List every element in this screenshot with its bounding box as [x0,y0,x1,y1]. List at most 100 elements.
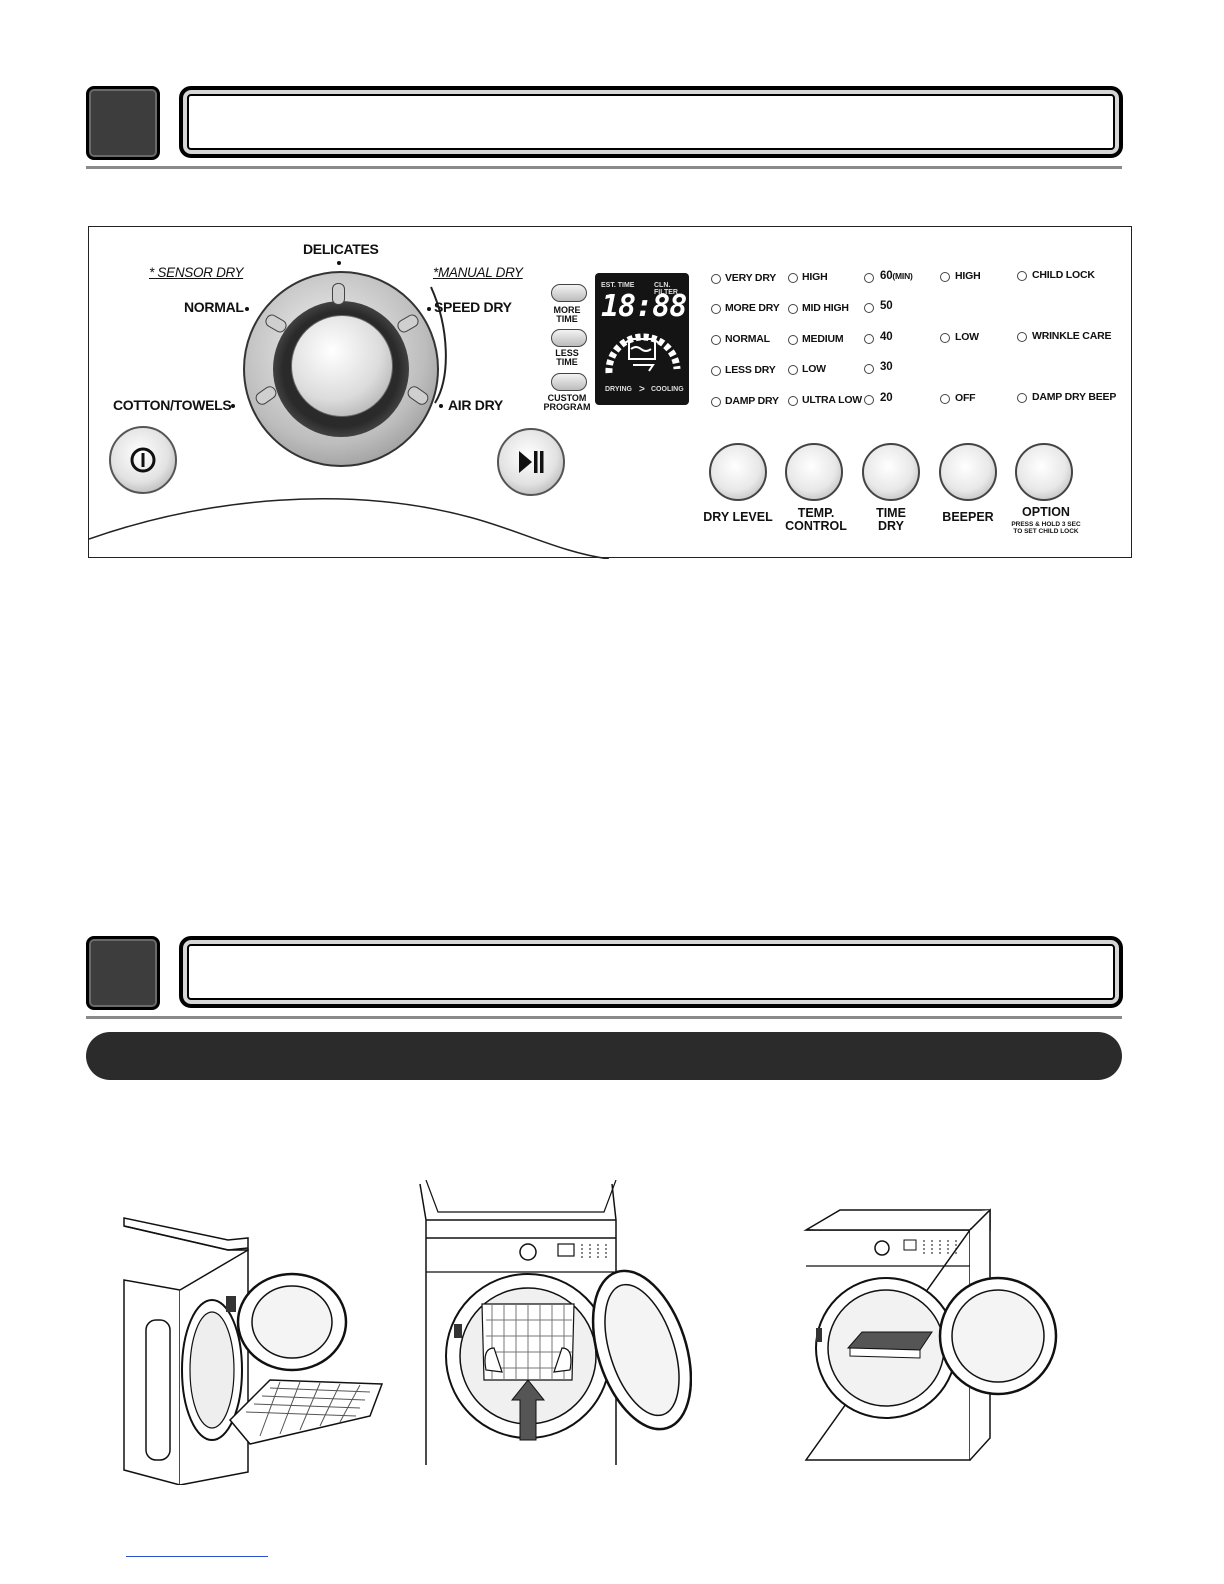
dry-level-button-label: DRY LEVEL [703,510,773,524]
beeper-led [940,333,950,343]
time-dry-led [864,334,874,344]
cycle-speed-dry-label: SPEED DRY [434,299,512,315]
knob-ring [273,301,409,437]
footer-link-underline [126,1556,268,1557]
beeper-option: OFF [955,392,976,404]
section-divider-2 [86,1016,1122,1019]
dry-level-option: DAMP DRY [725,395,779,407]
sensor-dry-heading: * SENSOR DRY [149,265,244,280]
time-dry-option: 50 [880,300,893,312]
beeper-led [940,394,950,404]
cycle-cotton-towels-label: COTTON/TOWELS [113,397,232,413]
dry-level-option: LESS DRY [725,364,776,376]
cycle-selector-knob[interactable] [243,271,439,467]
start-pause-button[interactable] [497,428,565,496]
dryer-rack-installed-illustration [803,1208,1058,1461]
cycle-air-dry-dot [439,404,443,408]
dry-level-led [711,366,721,376]
section-number-box-2 [86,936,160,1010]
option-damp-dry-beep: DAMP DRY BEEP [1032,391,1117,403]
time-dry-option: 60(MIN) [880,270,913,282]
dryer-rack-insert-illustration [419,1180,692,1465]
cycle-delicates-dot [337,261,341,265]
cooling-indicator: COOLING [651,386,684,393]
temp-option: MEDIUM [802,333,844,345]
less-time-button[interactable] [551,329,587,347]
option-button[interactable] [1015,443,1073,501]
cycle-cotton-towels-dot [231,404,235,408]
dry-level-button[interactable] [709,443,767,501]
drying-status-graphic [605,333,681,374]
control-panel-diagram: * SENSOR DRY *MANUAL DRY DELICATES NORMA… [88,226,1132,559]
beeper-button[interactable] [939,443,997,501]
dry-level-led [711,304,721,314]
dry-level-option: MORE DRY [725,302,780,314]
knob-led-air-dry [405,383,431,408]
temp-led [788,273,798,283]
time-dry-led [864,303,874,313]
option-led [1017,332,1027,342]
play-pause-icon [519,451,544,473]
manual-dry-heading: *MANUAL DRY [433,265,523,280]
dry-level-led [711,274,721,284]
more-time-button[interactable] [551,284,587,302]
time-dry-option: 20 [880,392,893,404]
temp-led [788,396,798,406]
subsection-title-bar [86,1032,1122,1080]
temp-led [788,335,798,345]
beeper-option: HIGH [955,270,981,282]
beeper-option: LOW [955,331,979,343]
beeper-button-label: BEEPER [942,510,994,524]
knob-led-speed-dry [395,312,421,335]
time-dry-led [864,395,874,405]
time-dry-option: 40 [880,331,893,343]
cycle-delicates-label: DELICATES [303,241,379,257]
time-digits: 18:88 [601,289,687,324]
option-wrinkle-care: WRINKLE CARE [1032,330,1112,342]
drying-cooling-arrow: > [639,384,645,395]
temp-led [788,365,798,375]
knob-cap [291,315,393,417]
dry-level-led [711,335,721,345]
knob-led-delicates [332,283,345,305]
clean-filter-indicator: CLN. FILTER [654,282,678,296]
temp-control-button[interactable] [785,443,843,501]
temp-option: HIGH [802,271,828,283]
beeper-led [940,272,950,282]
cycle-speed-dry-dot [427,307,431,311]
section-number-box-1 [86,86,160,160]
time-dry-led [864,273,874,283]
time-dry-option: 30 [880,361,893,373]
est-time-indicator: EST. TIME [601,282,635,289]
time-dry-led [864,364,874,374]
temp-control-button-label: TEMP.CONTROL [785,506,847,533]
option-led [1017,271,1027,281]
custom-program-button[interactable] [551,373,587,391]
dry-level-option: NORMAL [725,333,770,345]
dry-level-led [711,397,721,407]
power-button[interactable] [109,426,177,494]
cycle-normal-dot [245,307,249,311]
option-led [1017,393,1027,403]
temp-option: LOW [802,363,826,375]
drying-indicator: DRYING [605,386,632,393]
cycle-normal-label: NORMAL [184,299,244,315]
dryer-rack-removed-illustration [123,1217,384,1485]
panel-curve [89,286,610,559]
temp-option: ULTRA LOW [802,394,863,406]
option-child-lock: CHILD LOCK [1032,269,1095,281]
temp-led [788,304,798,314]
dry-level-option: VERY DRY [725,272,777,284]
option-button-label: OPTION [1022,505,1070,519]
temp-option: MID HIGH [802,302,849,314]
power-icon [130,447,156,473]
section-divider-1 [86,166,1122,169]
lcd-display: EST. TIME CLN. FILTER 18:88 DRYING > COO… [595,273,689,405]
section-title-bar-1 [179,86,1123,158]
time-dry-button[interactable] [862,443,920,501]
